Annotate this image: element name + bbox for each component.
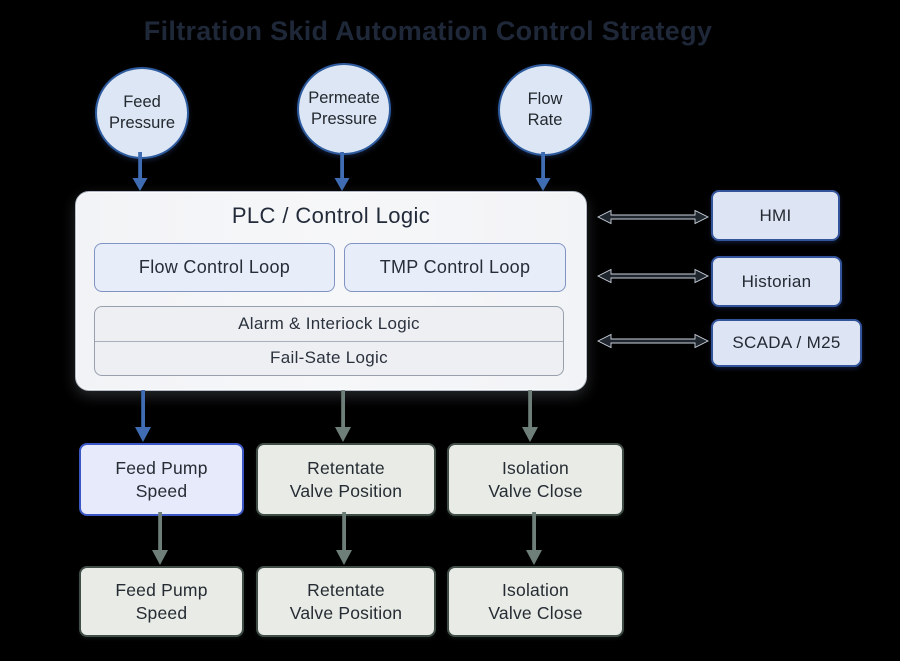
output-retentate-valve-box-row2: Retentate Valve Position xyxy=(256,566,436,637)
scada-mes-label: SCADA / M25 xyxy=(732,333,841,352)
sensor-node-flow-rate: Flow Rate xyxy=(498,64,592,156)
bidirectional-arrow-icon xyxy=(597,209,709,225)
sensor-label-line1: Flow xyxy=(527,90,563,109)
output-feed-pump-speed-box-row2: Feed Pump Speed xyxy=(79,566,244,637)
fail-safe-logic-label: Fail-Sate Logic xyxy=(270,348,388,368)
down-arrow-icon xyxy=(335,390,351,442)
plc-title: PLC / Control Logic xyxy=(231,203,431,228)
output-label-line2: Valve Position xyxy=(289,602,403,623)
logic-stack-box: Alarm & Interiock Logic Fail-Sate Logic xyxy=(94,306,564,376)
sensor-label-line1: Permeate xyxy=(308,89,380,108)
down-arrow-icon xyxy=(526,512,542,565)
hmi-box: HMI xyxy=(711,190,840,241)
plc-control-logic-box: PLC / Control Logic Flow Control Loop TM… xyxy=(75,191,587,391)
scada-mes-box: SCADA / M25 xyxy=(711,319,862,367)
output-label-line1: Isolation xyxy=(502,457,569,478)
down-arrow-icon xyxy=(535,152,551,191)
down-arrow-icon xyxy=(132,152,148,191)
output-isolation-valve-box-row1: Isolation Valve Close xyxy=(447,443,624,516)
down-arrow-icon xyxy=(522,390,538,442)
output-label-line2: Speed xyxy=(135,480,188,501)
output-label-line1: Retentate xyxy=(307,579,385,600)
alarm-interlock-logic-label: Alarm & Interiock Logic xyxy=(238,313,420,333)
down-arrow-icon xyxy=(336,512,352,565)
output-label-line2: Valve Close xyxy=(488,602,583,623)
output-label-line1: Isolation xyxy=(502,579,569,600)
tmp-control-loop-label: TMP Control Loop xyxy=(379,257,531,277)
output-label-line1: Feed Pump xyxy=(115,457,208,478)
output-feed-pump-speed-box-row1: Feed Pump Speed xyxy=(79,443,244,516)
output-label-line1: Retentate xyxy=(307,457,385,478)
down-arrow-icon xyxy=(334,152,350,191)
down-arrow-icon xyxy=(135,390,151,442)
historian-box: Historian xyxy=(711,256,842,307)
sensor-label-line1: Feed xyxy=(123,93,161,112)
sensor-node-feed-pressure: Feed Pressure xyxy=(95,67,189,159)
bidirectional-arrow-icon xyxy=(597,333,709,349)
hmi-label: HMI xyxy=(759,205,792,225)
sensor-label-line2: Pressure xyxy=(108,114,176,132)
output-label-line2: Valve Position xyxy=(289,480,403,501)
flow-control-loop-label: Flow Control Loop xyxy=(138,257,291,277)
output-retentate-valve-box-row1: Retentate Valve Position xyxy=(256,443,436,516)
output-label-line2: Valve Close xyxy=(488,480,583,501)
output-label-line2: Speed xyxy=(135,602,188,623)
sensor-label-line2: Pressure xyxy=(310,110,378,128)
output-isolation-valve-box-row2: Isolation Valve Close xyxy=(447,566,624,637)
alarm-interlock-logic-row: Alarm & Interiock Logic xyxy=(95,307,563,341)
bidirectional-arrow-icon xyxy=(597,268,709,284)
flow-control-loop-box: Flow Control Loop xyxy=(94,243,335,292)
down-arrow-icon xyxy=(152,512,168,565)
fail-safe-logic-row: Fail-Sate Logic xyxy=(95,340,563,376)
output-label-line1: Feed Pump xyxy=(115,579,208,600)
diagram-title: Filtration Skid Automation Control Strat… xyxy=(143,16,713,46)
sensor-node-permeate-pressure: Permeate Pressure xyxy=(297,63,391,155)
sensor-label-line2: Rate xyxy=(527,111,563,129)
historian-label: Historian xyxy=(741,271,812,291)
tmp-control-loop-box: TMP Control Loop xyxy=(344,243,566,292)
